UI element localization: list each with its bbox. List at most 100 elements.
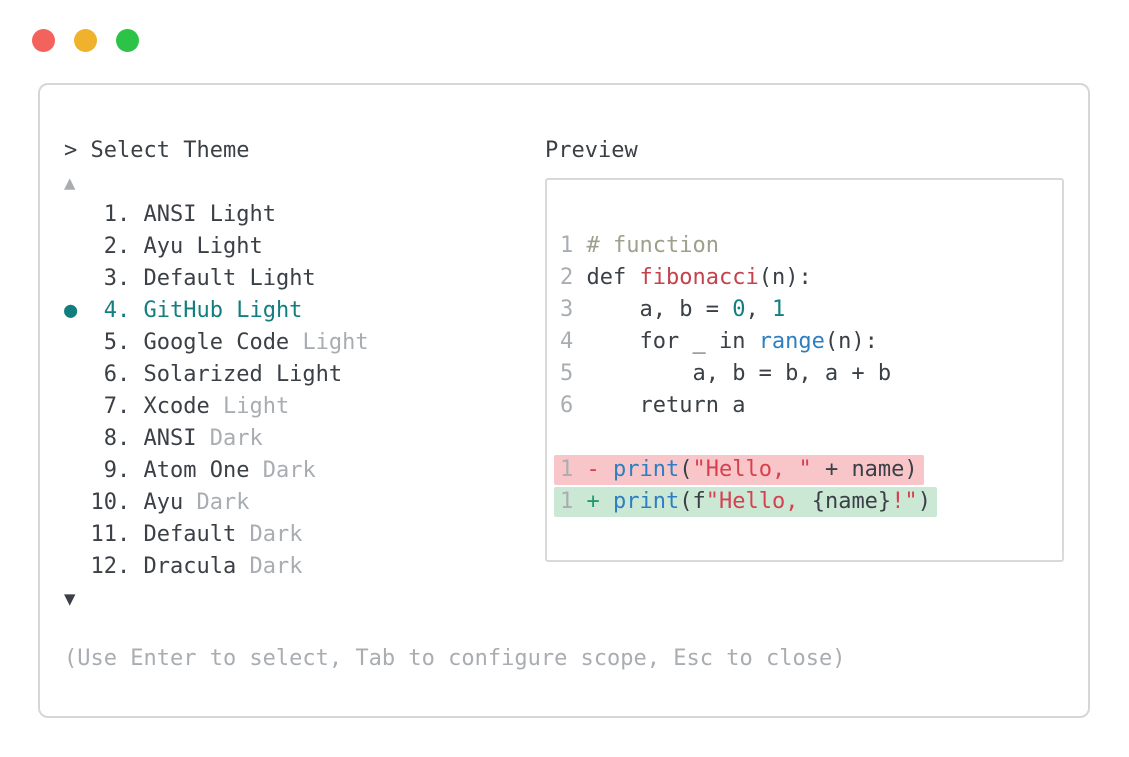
close-button[interactable] bbox=[32, 29, 55, 52]
theme-list-item[interactable]: 9. Atom One Dark bbox=[64, 455, 845, 487]
theme-list-item[interactable]: 2. Ayu Light bbox=[64, 231, 845, 263]
diff-highlight: 1 - print("Hello, " + name) bbox=[554, 455, 924, 485]
bullet-spacer bbox=[64, 458, 91, 483]
scroll-down-glyph: ▼ bbox=[64, 588, 76, 610]
theme-list-item[interactable]: 6. Solarized Light bbox=[64, 359, 845, 391]
code-token: def bbox=[586, 265, 640, 290]
bullet-spacer bbox=[64, 362, 91, 387]
theme-variant: Light bbox=[249, 266, 316, 291]
prompt-caret: > bbox=[64, 138, 78, 163]
diff-line-added: 1 + print(f"Hello, {name}!") bbox=[554, 486, 937, 518]
theme-variant: Dark bbox=[196, 490, 250, 515]
code-line: 5 a, b = b, a + b bbox=[560, 358, 937, 390]
line-number: 3 bbox=[560, 297, 587, 322]
line-number: 1 bbox=[560, 233, 587, 258]
theme-name: GitHub bbox=[143, 298, 237, 323]
theme-name: Ayu bbox=[143, 234, 197, 259]
minimize-button[interactable] bbox=[74, 29, 97, 52]
theme-number: 11. bbox=[90, 522, 144, 547]
code-token: + bbox=[586, 489, 613, 514]
code-line: 1 # function bbox=[560, 230, 937, 262]
bullet-spacer bbox=[64, 522, 91, 547]
theme-variant: Light bbox=[275, 362, 343, 387]
bullet-spacer bbox=[64, 394, 91, 419]
code-token: range bbox=[758, 329, 825, 354]
line-number: 4 bbox=[560, 329, 587, 354]
theme-name: Google Code bbox=[143, 330, 303, 355]
theme-list-item[interactable]: 7. Xcode Light bbox=[64, 391, 845, 423]
code-token: for _ in bbox=[586, 329, 759, 354]
theme-list-item[interactable]: 3. Default Light bbox=[64, 263, 845, 295]
line-number: 1 bbox=[560, 457, 587, 482]
help-text: (Use Enter to select, Tab to configure s… bbox=[64, 646, 846, 671]
selected-bullet-icon: ● bbox=[64, 298, 91, 323]
zoom-button[interactable] bbox=[116, 29, 139, 52]
theme-number: 12. bbox=[90, 554, 144, 579]
code-token: {name} bbox=[811, 489, 892, 514]
line-number: 5 bbox=[560, 361, 587, 386]
theme-name: Solarized bbox=[143, 362, 276, 387]
preview-title: Preview bbox=[545, 138, 638, 163]
code-token: ) bbox=[917, 489, 931, 514]
theme-number: 5. bbox=[90, 330, 144, 355]
code-token: 0 bbox=[732, 297, 746, 322]
bullet-spacer bbox=[64, 234, 91, 259]
theme-variant: Dark bbox=[209, 426, 263, 451]
theme-selector-column: > Select Theme ▲ 1. ANSI Light 2. Ayu Li… bbox=[64, 135, 845, 675]
code-token: ( bbox=[679, 457, 693, 482]
theme-selector-panel: > Select Theme ▲ 1. ANSI Light 2. Ayu Li… bbox=[38, 83, 1090, 718]
theme-name: Ayu bbox=[143, 490, 197, 515]
bullet-spacer bbox=[64, 330, 91, 355]
scroll-up-glyph: ▲ bbox=[64, 172, 76, 194]
code-token: print bbox=[613, 489, 680, 514]
theme-list-item[interactable]: 11. Default Dark bbox=[64, 519, 845, 551]
theme-name: Dracula bbox=[143, 554, 250, 579]
theme-variant: Light bbox=[302, 330, 369, 355]
theme-list-item[interactable]: 10. Ayu Dark bbox=[64, 487, 845, 519]
code-token: !" bbox=[891, 489, 918, 514]
prompt-line: > Select Theme bbox=[64, 135, 845, 167]
bullet-spacer bbox=[64, 202, 91, 227]
theme-list-item[interactable]: 12. Dracula Dark bbox=[64, 551, 845, 583]
theme-name: Atom One bbox=[143, 458, 263, 483]
bullet-spacer bbox=[64, 554, 91, 579]
window-traffic-lights bbox=[32, 29, 139, 52]
bullet-spacer bbox=[64, 490, 91, 515]
code-token: + name) bbox=[811, 457, 918, 482]
code-line: 6 return a bbox=[560, 390, 937, 422]
theme-variant: Light bbox=[236, 298, 303, 323]
theme-list-item[interactable]: 8. ANSI Dark bbox=[64, 423, 845, 455]
theme-variant: Light bbox=[209, 202, 276, 227]
theme-name: ANSI bbox=[143, 426, 210, 451]
theme-number: 9. bbox=[90, 458, 144, 483]
code-token: a, b = b, a + b bbox=[586, 361, 892, 386]
theme-number: 3. bbox=[90, 266, 144, 291]
code-line: 3 a, b = 0, 1 bbox=[560, 294, 937, 326]
theme-variant: Dark bbox=[249, 522, 303, 547]
code-token: return a bbox=[586, 393, 746, 418]
theme-list-item[interactable]: 5. Google Code Light bbox=[64, 327, 845, 359]
scroll-up-icon[interactable]: ▲ bbox=[64, 167, 845, 199]
theme-number: 10. bbox=[90, 490, 144, 515]
theme-name: Default bbox=[143, 522, 250, 547]
bullet-spacer bbox=[64, 426, 91, 451]
diff-highlight: 1 + print(f"Hello, {name}!") bbox=[554, 487, 937, 517]
code-token: a, b = bbox=[586, 297, 733, 322]
line-number: 2 bbox=[560, 265, 587, 290]
code-token: - bbox=[586, 457, 613, 482]
theme-list-item[interactable]: 1. ANSI Light bbox=[64, 199, 845, 231]
theme-number: 6. bbox=[90, 362, 144, 387]
theme-list-item[interactable]: ● 4. GitHub Light bbox=[64, 295, 845, 327]
page-title bbox=[77, 138, 90, 163]
theme-name: Xcode bbox=[143, 394, 223, 419]
bullet-spacer bbox=[64, 266, 91, 291]
line-number: 6 bbox=[560, 393, 587, 418]
scroll-down-icon[interactable]: ▼ bbox=[64, 583, 845, 615]
theme-number: 7. bbox=[90, 394, 144, 419]
line-number: 1 bbox=[560, 489, 587, 514]
code-line: 4 for _ in range(n): bbox=[560, 326, 937, 358]
code-line bbox=[560, 422, 937, 454]
code-token: (n): bbox=[758, 265, 812, 290]
